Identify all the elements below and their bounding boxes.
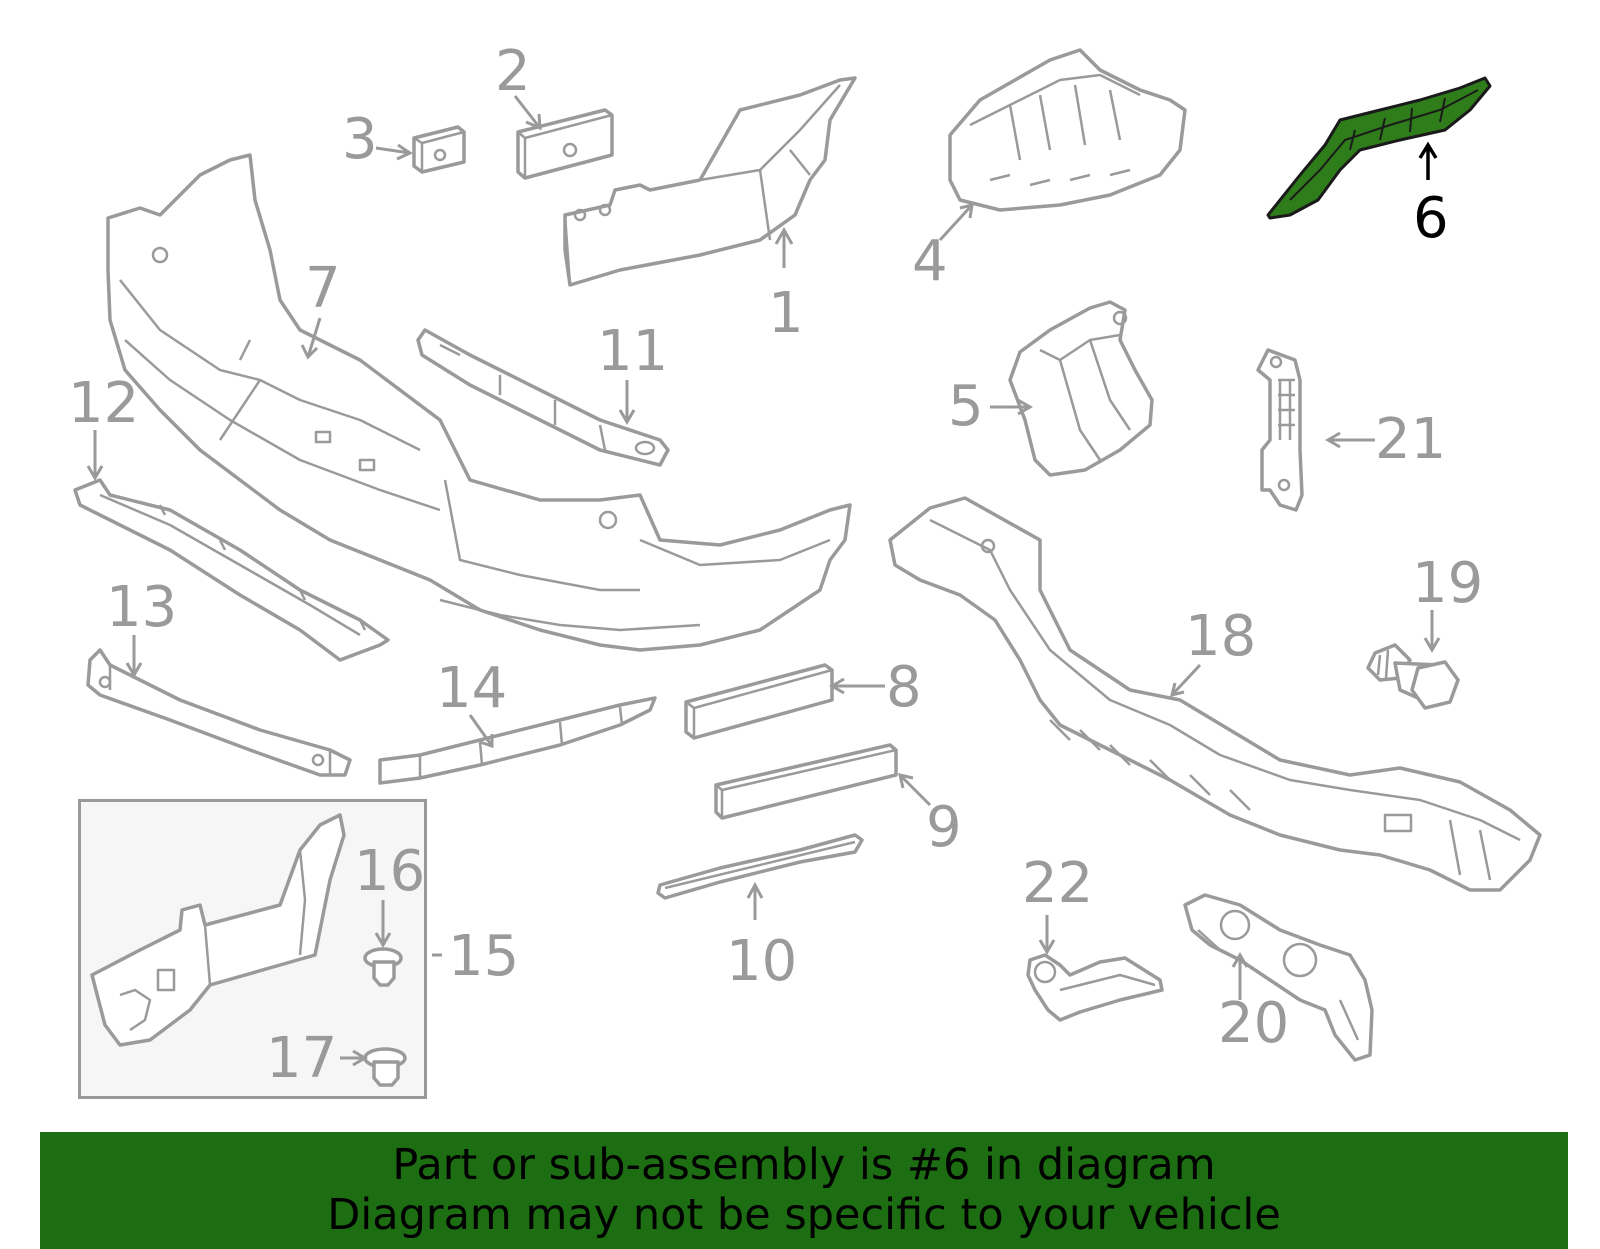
part-14-strip[interactable] [378,696,657,785]
part-19-bolt[interactable] [1366,643,1460,710]
callout-19[interactable]: 19 [1412,551,1483,616]
callout-3[interactable]: 3 [342,107,378,172]
part-5-bracket[interactable] [1008,300,1154,477]
callout-14[interactable]: 14 [436,656,507,721]
callout-6[interactable]: 6 [1413,186,1449,251]
callout-18[interactable]: 18 [1185,604,1256,669]
callout-21[interactable]: 21 [1375,407,1446,472]
callout-9[interactable]: 9 [926,795,962,860]
part-3-clip[interactable] [412,125,466,174]
info-banner: Part or sub-assembly is #6 in diagram Di… [40,1132,1568,1249]
part-22-bracket[interactable] [1026,953,1164,1022]
part-1-bracket[interactable] [563,76,857,287]
part-12-trim[interactable] [73,478,390,662]
part-11-strip[interactable] [416,328,670,467]
callout-16[interactable]: 16 [354,839,425,904]
callout-17[interactable]: 17 [266,1026,337,1091]
callout-1[interactable]: 1 [768,281,804,346]
callout-11[interactable]: 11 [597,319,668,384]
callout-8[interactable]: 8 [886,655,922,720]
callout-2[interactable]: 2 [495,39,531,104]
callout-10[interactable]: 10 [726,929,797,994]
banner-line-part: Part or sub-assembly is #6 in diagram [392,1140,1216,1190]
callout-22[interactable]: 22 [1022,851,1093,916]
part-7-bumper-cover[interactable] [106,153,852,652]
callout-numbers: 1 2 3 4 5 6 7 8 9 10 11 12 13 14 15 16 1… [68,39,1483,1091]
part-18-impact-bar[interactable] [888,496,1542,892]
callout-5[interactable]: 5 [948,374,984,439]
callout-13[interactable]: 13 [106,575,177,640]
callout-4[interactable]: 4 [912,229,948,294]
callout-15[interactable]: 15 [448,924,519,989]
part-20-bracket[interactable] [1183,893,1374,1062]
part-15-bracket[interactable] [90,813,346,1047]
part-21-bracket[interactable] [1256,348,1304,512]
part-9-block[interactable] [714,743,898,820]
part-10-strip[interactable] [656,833,864,900]
callout-leaders [86,95,1441,1067]
callout-7[interactable]: 7 [305,256,341,321]
part-4-support[interactable] [948,48,1187,212]
part-16-clip[interactable] [363,947,403,987]
part-8-block[interactable] [684,663,834,740]
banner-line-disclaimer: Diagram may not be specific to your vehi… [327,1190,1281,1240]
part-13-strip[interactable] [86,648,352,777]
part-17-clip[interactable] [363,1047,407,1087]
callout-20[interactable]: 20 [1218,991,1289,1056]
part-6-highlighted-bracket[interactable] [1266,76,1492,220]
callout-12[interactable]: 12 [68,371,139,436]
part-2-block[interactable] [516,108,614,180]
